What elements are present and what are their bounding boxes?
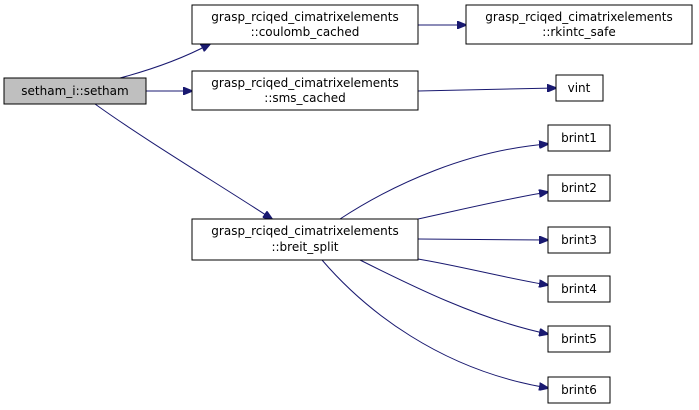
edge-breit-to-brint5 xyxy=(359,259,548,334)
edge-root-to-breit xyxy=(94,103,272,219)
node-coulomb-cached[interactable]: grasp_rciqed_cimatrixelements ::coulomb_… xyxy=(191,4,419,45)
node-brint6-label: brint6 xyxy=(561,383,597,397)
edge-breit-to-brint6 xyxy=(321,259,548,388)
node-setham[interactable]: setham_i::setham xyxy=(3,77,147,105)
node-rkintc-safe-label-1: grasp_rciqed_cimatrixelements xyxy=(485,10,672,24)
node-vint-label: vint xyxy=(568,81,591,95)
node-coulomb-cached-label-2: ::coulomb_cached xyxy=(251,25,360,39)
edges xyxy=(94,25,556,388)
node-breit-split-label-1: grasp_rciqed_cimatrixelements xyxy=(211,224,398,238)
edge-root-to-coulomb xyxy=(119,44,210,79)
node-brint2-label: brint2 xyxy=(561,181,597,195)
node-sms-cached[interactable]: grasp_rciqed_cimatrixelements ::sms_cach… xyxy=(191,70,419,111)
node-brint3-label: brint3 xyxy=(561,233,597,247)
node-setham-label: setham_i::setham xyxy=(21,84,128,98)
node-brint1[interactable]: brint1 xyxy=(547,124,611,152)
edge-breit-to-brint2 xyxy=(417,192,548,220)
node-breit-split[interactable]: grasp_rciqed_cimatrixelements ::breit_sp… xyxy=(191,218,419,261)
node-brint6[interactable]: brint6 xyxy=(547,376,611,404)
edge-breit-to-brint3 xyxy=(417,239,548,240)
node-brint3[interactable]: brint3 xyxy=(547,226,611,254)
node-brint2[interactable]: brint2 xyxy=(547,174,611,202)
node-brint5-label: brint5 xyxy=(561,332,597,346)
node-brint5[interactable]: brint5 xyxy=(547,325,611,353)
node-rkintc-safe[interactable]: grasp_rciqed_cimatrixelements ::rkintc_s… xyxy=(465,4,693,45)
node-sms-cached-label-2: ::sms_cached xyxy=(264,91,345,105)
node-rkintc-safe-label-2: ::rkintc_safe xyxy=(542,25,615,39)
node-brint4-label: brint4 xyxy=(561,282,597,296)
node-sms-cached-label-1: grasp_rciqed_cimatrixelements xyxy=(211,76,398,90)
edge-sms-to-vint xyxy=(417,88,556,91)
node-coulomb-cached-label-1: grasp_rciqed_cimatrixelements xyxy=(211,10,398,24)
edge-breit-to-brint4 xyxy=(417,258,548,285)
node-brint1-label: brint1 xyxy=(561,131,597,145)
edge-breit-to-brint1 xyxy=(339,144,548,220)
node-vint[interactable]: vint xyxy=(555,74,604,102)
node-brint4[interactable]: brint4 xyxy=(547,275,611,303)
node-breit-split-label-2: ::breit_split xyxy=(271,240,338,254)
